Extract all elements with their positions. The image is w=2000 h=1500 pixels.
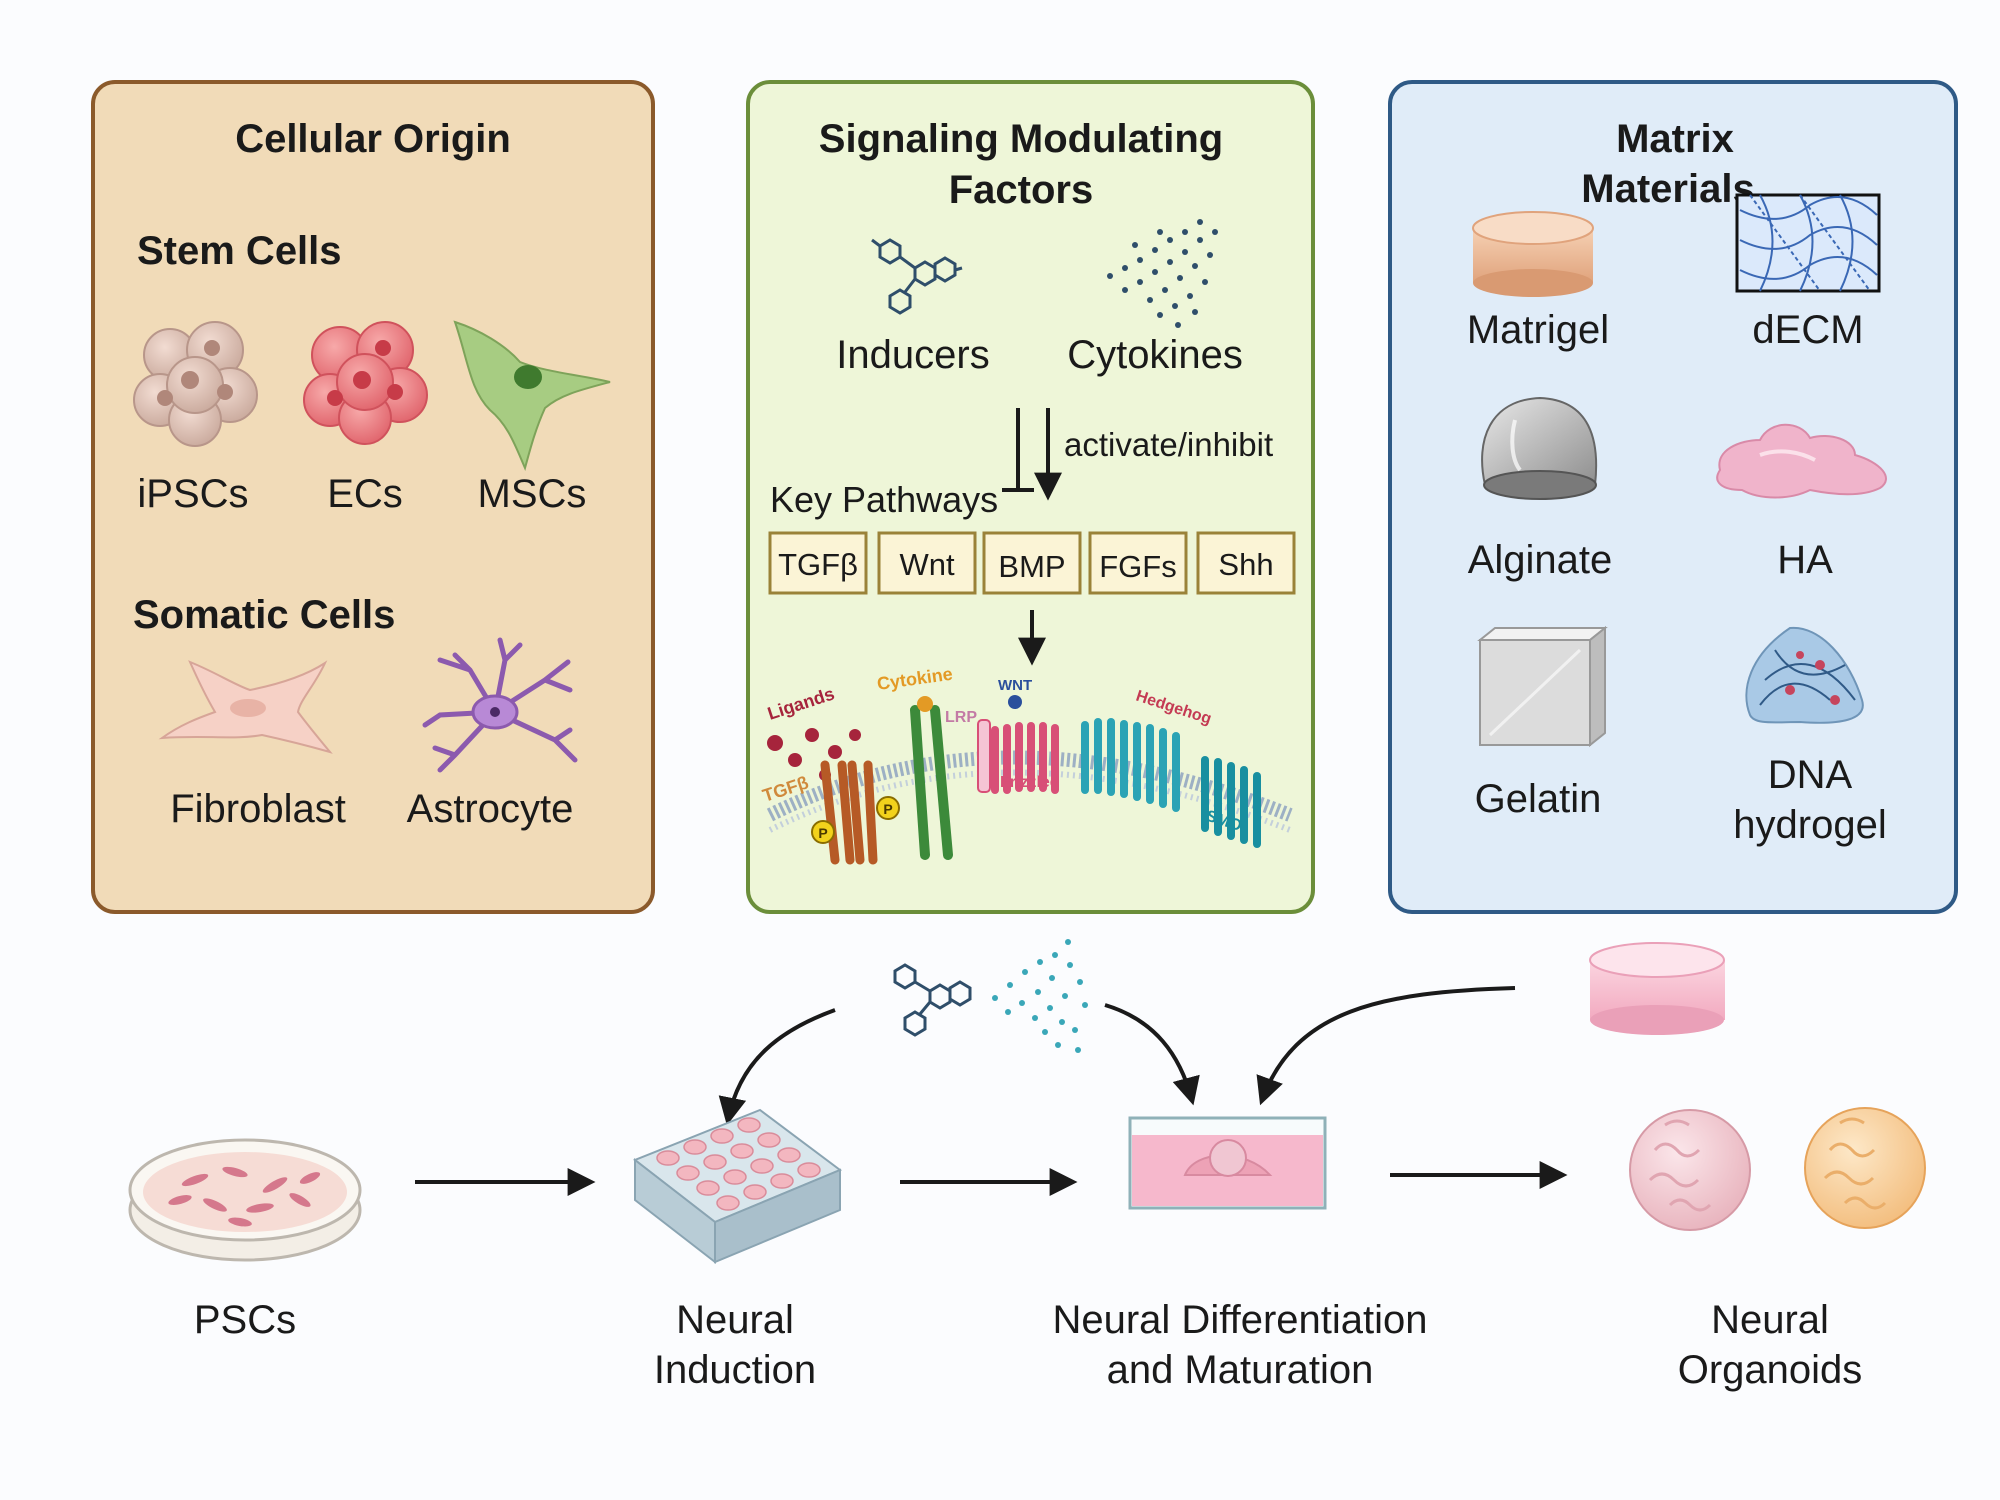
- stem-cell-label-ipsc: iPSCs: [137, 472, 248, 516]
- gelatin-cube-icon: [1477, 625, 1608, 748]
- signaling-box: [746, 80, 1315, 914]
- curve-arrow-cytokine-to-diff: [1104, 1003, 1200, 1106]
- cytokine-dots-icon: [1107, 219, 1218, 328]
- membrane-label-frizzled: Frizzled: [1000, 774, 1060, 791]
- membrane-label-p1: P: [818, 825, 827, 841]
- cellular-origin-title: Cellular Origin: [235, 117, 511, 161]
- membrane-label-lrp: LRP: [945, 709, 977, 726]
- petri-dish-icon: [128, 1138, 362, 1262]
- signaling-panel: Signaling Modulating Factors Inducers Cy…: [746, 80, 1315, 914]
- neural-organoid-orange-icon: [1804, 1107, 1926, 1229]
- decm-mesh-icon: [1735, 193, 1881, 293]
- activate-inhibit-arrows: [1002, 408, 1062, 501]
- curve-arrow-to-induction: [718, 1008, 836, 1126]
- matrix-title-line1: Matrix: [1616, 117, 1734, 161]
- material-label-dna-line2: hydrogel: [1733, 803, 1886, 847]
- inducer-molecule-icon: [871, 238, 963, 315]
- msc-cell-icon: [453, 320, 611, 471]
- workflow-cytokine-dots-icon: [992, 939, 1088, 1053]
- curve-arrow-matrix-to-diff: [1256, 986, 1516, 1106]
- pathway-label-fgfs: FGFs: [1099, 549, 1177, 584]
- matrigel-icon: [1472, 211, 1594, 297]
- signaling-title-line2: Factors: [949, 168, 1094, 212]
- pathway-box-fgfs: [1088, 531, 1188, 595]
- culture-dish-icon: [1128, 1116, 1327, 1210]
- pathway-label-bmp: BMP: [998, 549, 1065, 584]
- key-pathways-label: Key Pathways: [770, 479, 998, 520]
- pathway-box-bmp: [982, 531, 1082, 595]
- membrane-label-p2: P: [883, 801, 892, 817]
- workflow-label-diff-line2: and Maturation: [1107, 1348, 1374, 1392]
- workflow-matrigel-puck-icon: [1589, 942, 1725, 1035]
- material-label-gelatin: Gelatin: [1475, 777, 1602, 821]
- pathway-box-shh: [1196, 531, 1296, 595]
- somatic-cells-heading: Somatic Cells: [133, 593, 395, 637]
- cellular-origin-panel: Cellular Origin Stem Cells: [91, 80, 655, 914]
- stem-cells-heading: Stem Cells: [137, 229, 342, 273]
- pathway-label-wnt: Wnt: [899, 547, 955, 582]
- pathway-label-tgfb: TGFβ: [778, 547, 858, 582]
- material-label-ha: HA: [1777, 538, 1833, 582]
- material-label-decm: dECM: [1752, 308, 1863, 352]
- astrocyte-cell-icon: [422, 637, 578, 773]
- well-plate-icon: [633, 1108, 843, 1265]
- activate-inhibit-label: activate/inhibit: [1064, 426, 1273, 463]
- workflow-label-induction-line2: Induction: [654, 1348, 816, 1392]
- dna-hydrogel-icon: [1745, 626, 1864, 724]
- pathway-box-wnt: [877, 531, 977, 595]
- pathway-label-shh: Shh: [1218, 547, 1273, 582]
- fibroblast-cell-icon: [158, 660, 333, 754]
- ipsc-cluster-icon: [133, 321, 258, 447]
- matrix-panel: Matrix Materials Matrigel dECM: [1388, 80, 1958, 914]
- pathway-box-tgfb: [768, 531, 868, 595]
- material-label-alginate: Alginate: [1468, 538, 1613, 582]
- alginate-icon: [1481, 396, 1598, 500]
- stem-cell-label-msc: MSCs: [478, 472, 587, 516]
- ec-cluster-icon: [303, 321, 428, 445]
- membrane-receptor-illustration: P P Ligands: [760, 664, 1293, 865]
- material-label-dna-line1: DNA: [1768, 753, 1853, 797]
- workflow-label-diff-line1: Neural Differentiation: [1052, 1298, 1427, 1342]
- stem-cell-label-ec: ECs: [327, 472, 403, 516]
- workflow-label-organoids-line2: Organoids: [1678, 1348, 1863, 1392]
- signaling-title-line1: Signaling Modulating: [819, 117, 1223, 161]
- material-label-matrigel: Matrigel: [1467, 308, 1609, 352]
- inducers-label: Inducers: [836, 333, 989, 377]
- neural-organoid-pink-icon: [1629, 1109, 1751, 1231]
- membrane-label-wnt: WNT: [998, 677, 1032, 694]
- workflow-label-pscs: PSCs: [194, 1298, 296, 1342]
- cytokines-label: Cytokines: [1067, 333, 1243, 377]
- somatic-cell-label-astrocyte: Astrocyte: [407, 787, 574, 831]
- workflow-label-organoids-line1: Neural: [1711, 1298, 1829, 1342]
- workflow-inducer-icon: [893, 963, 972, 1037]
- workflow-row: PSCs Neural Induction Neural Differentia…: [128, 939, 1926, 1392]
- pathway-boxes: TGFβ Wnt BMP FGFs Shh: [768, 531, 1296, 595]
- matrix-title-line2: Materials: [1581, 167, 1754, 211]
- ha-blob-icon: [1716, 423, 1887, 499]
- somatic-cell-label-fibroblast: Fibroblast: [170, 787, 346, 831]
- workflow-label-induction-line1: Neural: [676, 1298, 794, 1342]
